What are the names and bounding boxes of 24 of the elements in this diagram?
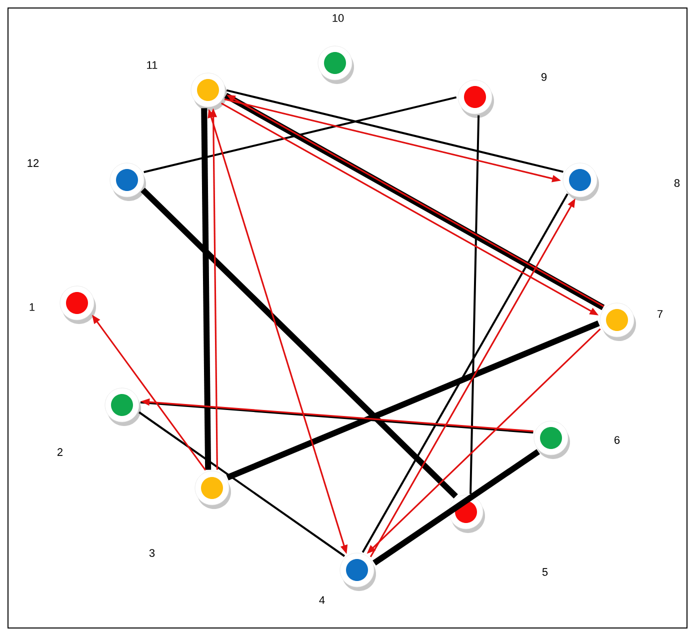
circle-node xyxy=(600,302,636,341)
node-number: 8 xyxy=(674,179,680,187)
node-number: 3 xyxy=(149,549,155,557)
circle-node xyxy=(318,46,354,84)
circle-node xyxy=(448,494,485,533)
circle-node xyxy=(340,552,376,591)
node-number: 7 xyxy=(658,310,663,318)
node-number: 6 xyxy=(614,436,620,444)
node-number: 2 xyxy=(58,448,62,456)
circle-node xyxy=(104,388,141,426)
node-number: 11 xyxy=(147,61,158,69)
circle-node xyxy=(562,162,599,201)
node-number: 9 xyxy=(541,73,547,81)
circle-node xyxy=(110,162,146,201)
node-number: 12 xyxy=(28,159,39,167)
circle-node xyxy=(60,286,96,324)
circle-node xyxy=(190,72,227,111)
node-number: 10 xyxy=(332,14,344,22)
node-number: 5 xyxy=(542,568,548,576)
node-number: 1 xyxy=(30,303,35,311)
circle-node xyxy=(458,80,494,118)
circle-node xyxy=(194,470,231,509)
node-number: 4 xyxy=(319,596,325,604)
circle-node xyxy=(534,420,570,459)
